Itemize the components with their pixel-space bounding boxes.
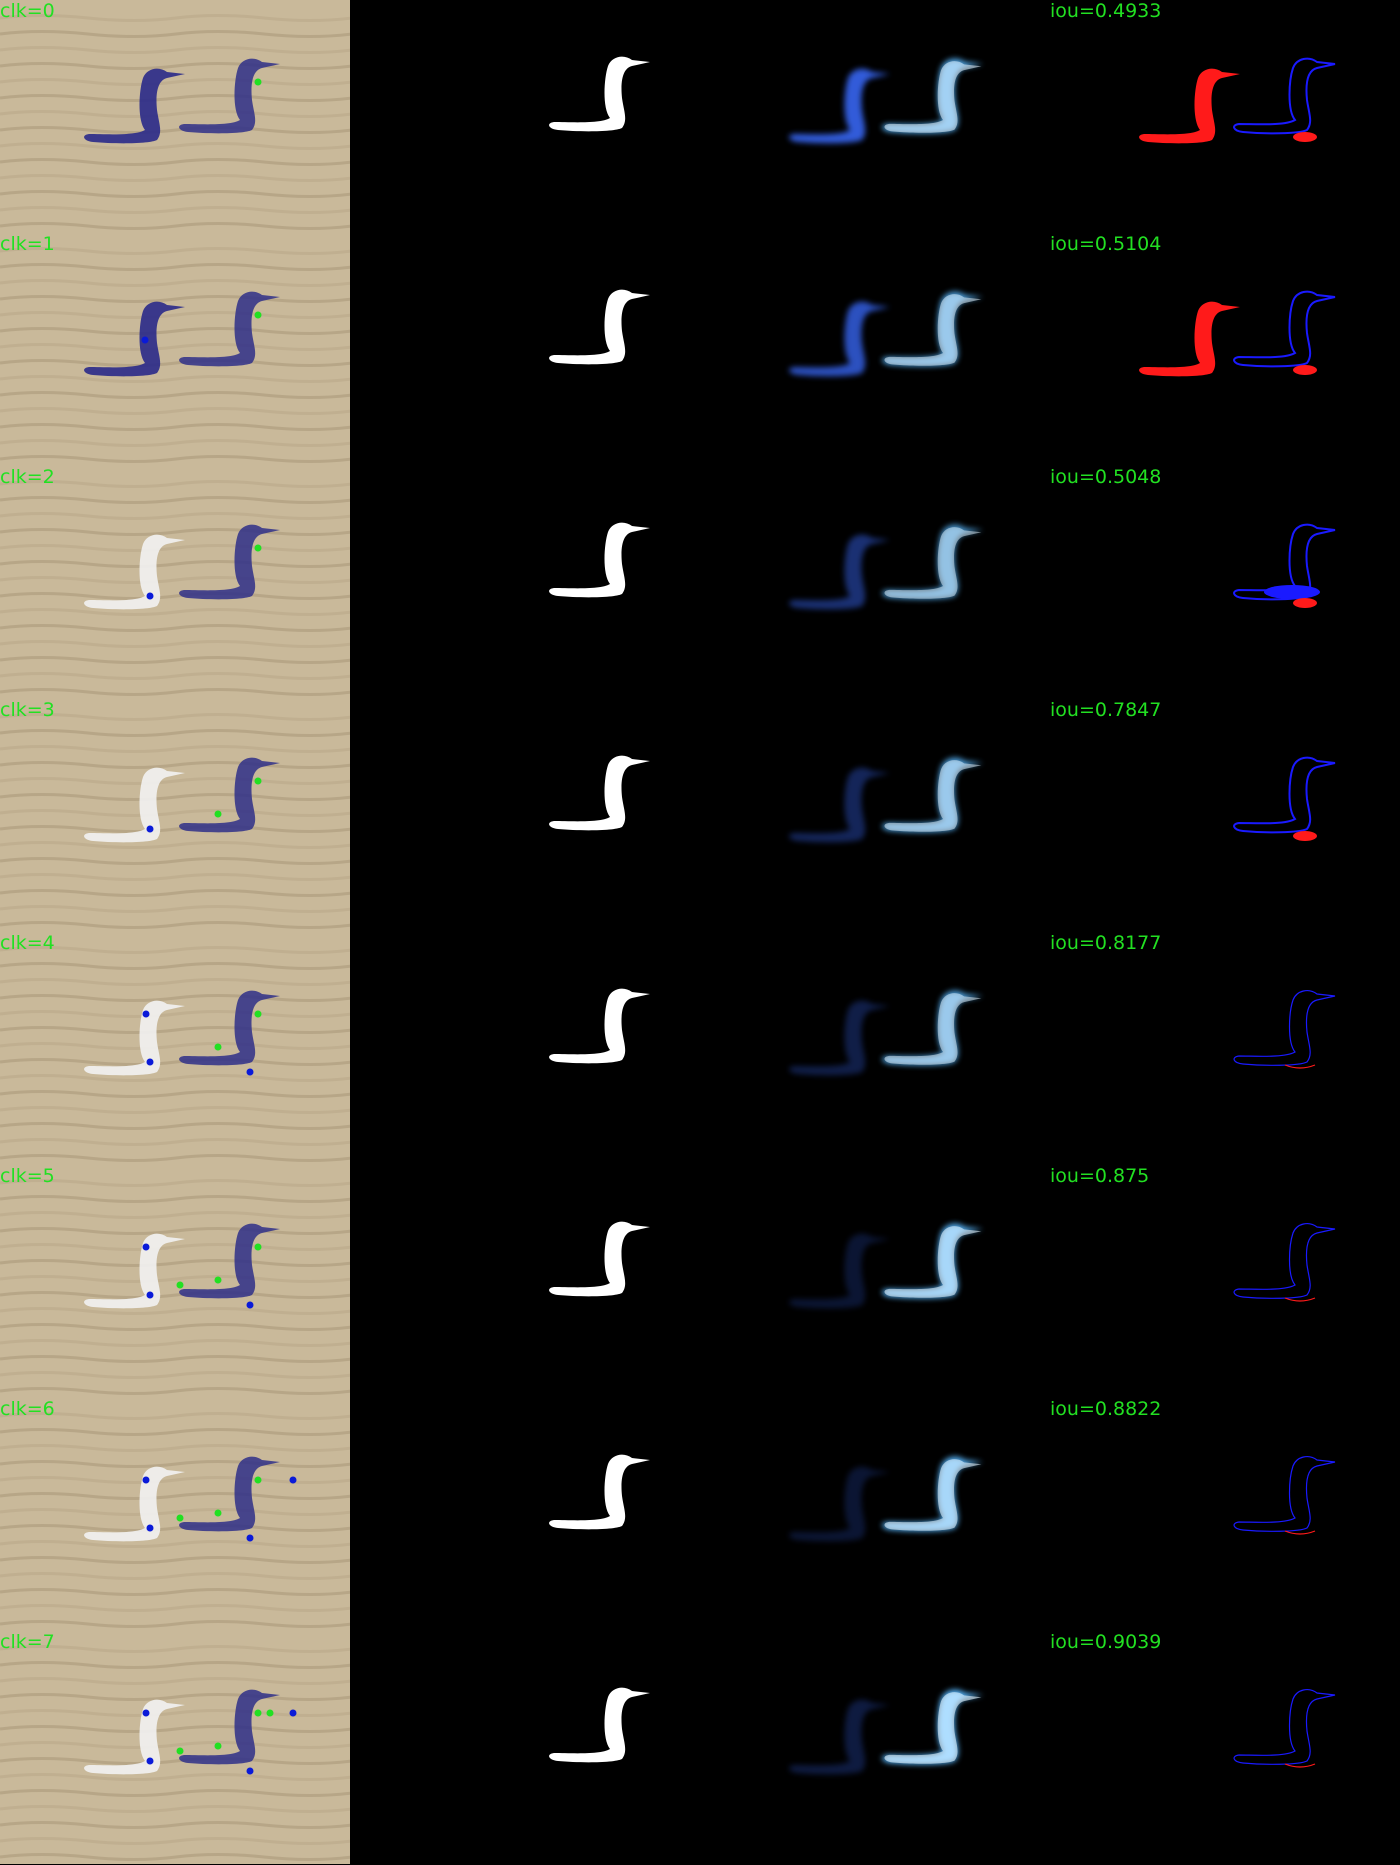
iou-score-label: iou=0.5104 xyxy=(1050,233,1162,255)
ground-truth-mask xyxy=(350,932,700,1165)
positive-click-marker xyxy=(254,311,262,319)
ground-truth-mask xyxy=(350,466,700,699)
result-row: clk=7 iou=0.9039 xyxy=(0,1631,1400,1864)
negative-click-marker xyxy=(146,1757,154,1765)
negative-click-marker xyxy=(146,825,154,833)
probability-map xyxy=(700,233,1050,466)
result-row: clk=3 iou=0.7847 xyxy=(0,699,1400,932)
ground-truth-mask xyxy=(350,699,700,932)
input-photo-with-clicks: clk=2 xyxy=(0,466,350,699)
input-photo-with-clicks: clk=0 xyxy=(0,0,350,233)
result-row: clk=1 iou=0.5104 xyxy=(0,233,1400,466)
error-map xyxy=(1050,1398,1400,1631)
negative-click-marker xyxy=(142,1010,150,1018)
input-photo-with-clicks: clk=7 xyxy=(0,1631,350,1864)
click-count-label: clk=3 xyxy=(0,699,55,721)
negative-click-marker xyxy=(246,1767,254,1775)
negative-click-marker xyxy=(141,336,149,344)
positive-click-marker xyxy=(214,1509,222,1517)
negative-click-marker xyxy=(289,1476,297,1484)
iou-score-label: iou=0.5048 xyxy=(1050,466,1162,488)
click-count-label: clk=2 xyxy=(0,466,55,488)
result-row: clk=4 iou=0.8177 xyxy=(0,932,1400,1165)
error-map xyxy=(1050,1631,1400,1864)
error-map xyxy=(1050,699,1400,932)
iou-score-label: iou=0.8822 xyxy=(1050,1398,1162,1420)
negative-click-marker xyxy=(246,1301,254,1309)
probability-map xyxy=(700,1165,1050,1398)
negative-click-marker xyxy=(142,1476,150,1484)
probability-map xyxy=(700,932,1050,1165)
probability-map xyxy=(700,1398,1050,1631)
ground-truth-mask xyxy=(350,1631,700,1864)
negative-click-marker xyxy=(146,1524,154,1532)
positive-click-marker xyxy=(214,1276,222,1284)
positive-click-marker xyxy=(214,1043,222,1051)
click-count-label: clk=5 xyxy=(0,1165,55,1187)
negative-click-marker xyxy=(146,592,154,600)
negative-click-marker xyxy=(146,1291,154,1299)
result-row: clk=2 iou=0.5048 xyxy=(0,466,1400,699)
ground-truth-mask xyxy=(350,0,700,233)
negative-click-marker xyxy=(146,1058,154,1066)
positive-click-marker xyxy=(176,1747,184,1755)
negative-click-marker xyxy=(246,1534,254,1542)
ground-truth-mask xyxy=(350,1398,700,1631)
result-row: clk=0 iou=0.4933 xyxy=(0,0,1400,233)
iou-score-label: iou=0.8177 xyxy=(1050,932,1162,954)
positive-click-marker xyxy=(254,777,262,785)
iou-score-label: iou=0.7847 xyxy=(1050,699,1162,721)
click-count-label: clk=4 xyxy=(0,932,55,954)
iou-score-label: iou=0.9039 xyxy=(1050,1631,1162,1653)
click-count-label: clk=7 xyxy=(0,1631,55,1653)
positive-click-marker xyxy=(254,78,262,86)
positive-click-marker xyxy=(254,544,262,552)
error-map xyxy=(1050,466,1400,699)
error-map xyxy=(1050,932,1400,1165)
probability-map xyxy=(700,1631,1050,1864)
positive-click-marker xyxy=(176,1514,184,1522)
input-photo-with-clicks: clk=6 xyxy=(0,1398,350,1631)
probability-map xyxy=(700,0,1050,233)
input-photo-with-clicks: clk=5 xyxy=(0,1165,350,1398)
click-count-label: clk=0 xyxy=(0,0,55,22)
input-photo-with-clicks: clk=4 xyxy=(0,932,350,1165)
input-photo-with-clicks: clk=3 xyxy=(0,699,350,932)
positive-click-marker xyxy=(254,1010,262,1018)
negative-click-marker xyxy=(289,1709,297,1717)
click-count-label: clk=1 xyxy=(0,233,55,255)
probability-map xyxy=(700,699,1050,932)
probability-map xyxy=(700,466,1050,699)
result-row: clk=6 iou=0.8822 xyxy=(0,1398,1400,1631)
positive-click-marker xyxy=(254,1476,262,1484)
iou-score-label: iou=0.4933 xyxy=(1050,0,1162,22)
positive-click-marker xyxy=(254,1243,262,1251)
positive-click-marker xyxy=(214,1742,222,1750)
error-map xyxy=(1050,0,1400,233)
iou-score-label: iou=0.875 xyxy=(1050,1165,1150,1187)
error-map xyxy=(1050,1165,1400,1398)
positive-click-marker xyxy=(254,1709,262,1717)
negative-click-marker xyxy=(142,1243,150,1251)
negative-click-marker xyxy=(142,1709,150,1717)
click-count-label: clk=6 xyxy=(0,1398,55,1420)
error-map xyxy=(1050,233,1400,466)
positive-click-marker xyxy=(176,1281,184,1289)
result-row: clk=5 iou=0.875 xyxy=(0,1165,1400,1398)
negative-click-marker xyxy=(246,1068,254,1076)
positive-click-marker xyxy=(214,810,222,818)
ground-truth-mask xyxy=(350,1165,700,1398)
ground-truth-mask xyxy=(350,233,700,466)
input-photo-with-clicks: clk=1 xyxy=(0,233,350,466)
positive-click-marker xyxy=(266,1709,274,1717)
